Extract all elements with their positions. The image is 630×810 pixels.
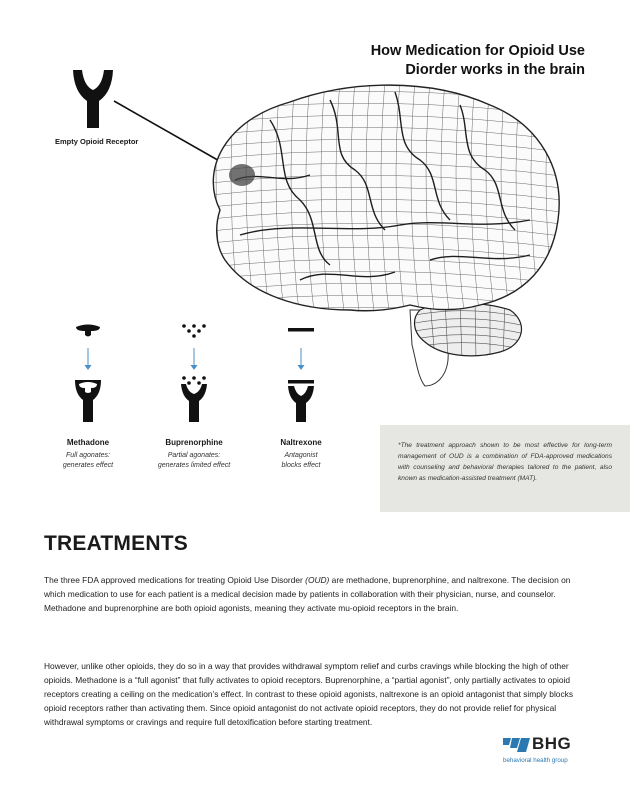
med-desc-2: generates effect <box>62 462 114 469</box>
section-heading: TREATMENTS <box>44 532 188 555</box>
logo-wordmark: BHG <box>532 734 572 753</box>
med-name: Methadone <box>66 438 110 447</box>
paragraph-1: The three FDA approved medications for t… <box>44 573 584 615</box>
bhg-logo-icon <box>503 738 530 752</box>
med-desc-2: generates limited effect <box>157 462 231 469</box>
med-name: Naltrexone <box>280 438 322 447</box>
methadone-diagram <box>75 324 101 422</box>
title-line-1: How Medication for Opioid Use <box>370 43 585 59</box>
p1-oud: (OUD) <box>305 575 330 585</box>
p1-text-a: The three FDA approved medications for t… <box>44 575 306 585</box>
title-line-2: Diorder works in the brain <box>405 62 585 78</box>
naltrexone-label: Naltrexone Antagonist blocks effect <box>246 438 356 471</box>
brain-illustration <box>212 84 560 387</box>
med-desc-1: Partial agonates: <box>167 452 221 459</box>
paragraph-2: However, unlike other opioids, they do s… <box>44 661 574 727</box>
med-name: Buprenorphine <box>165 438 223 447</box>
med-desc-2: blocks effect <box>281 462 321 469</box>
receptor-spot <box>229 164 255 186</box>
p1-text-c: are methadone, buprenorphine, and naltre… <box>44 575 571 613</box>
buprenorphine-diagram <box>181 324 207 422</box>
med-desc-1: Antagonist <box>284 452 318 459</box>
buprenorphine-label: Buprenorphine Partial agonates: generate… <box>139 438 249 471</box>
mat-note: *The treatment approach shown to be most… <box>380 425 630 512</box>
med-desc-1: Full agonates: <box>66 452 110 459</box>
naltrexone-diagram <box>288 328 314 422</box>
receptor-label: Empty Opioid Receptor <box>55 137 139 146</box>
empty-receptor-icon <box>73 70 113 128</box>
page-title: How Medication for Opioid Use Diorder wo… <box>305 42 585 80</box>
methadone-label: Methadone Full agonates: generates effec… <box>33 438 143 471</box>
logo-tagline: behavioral health group <box>503 757 568 764</box>
